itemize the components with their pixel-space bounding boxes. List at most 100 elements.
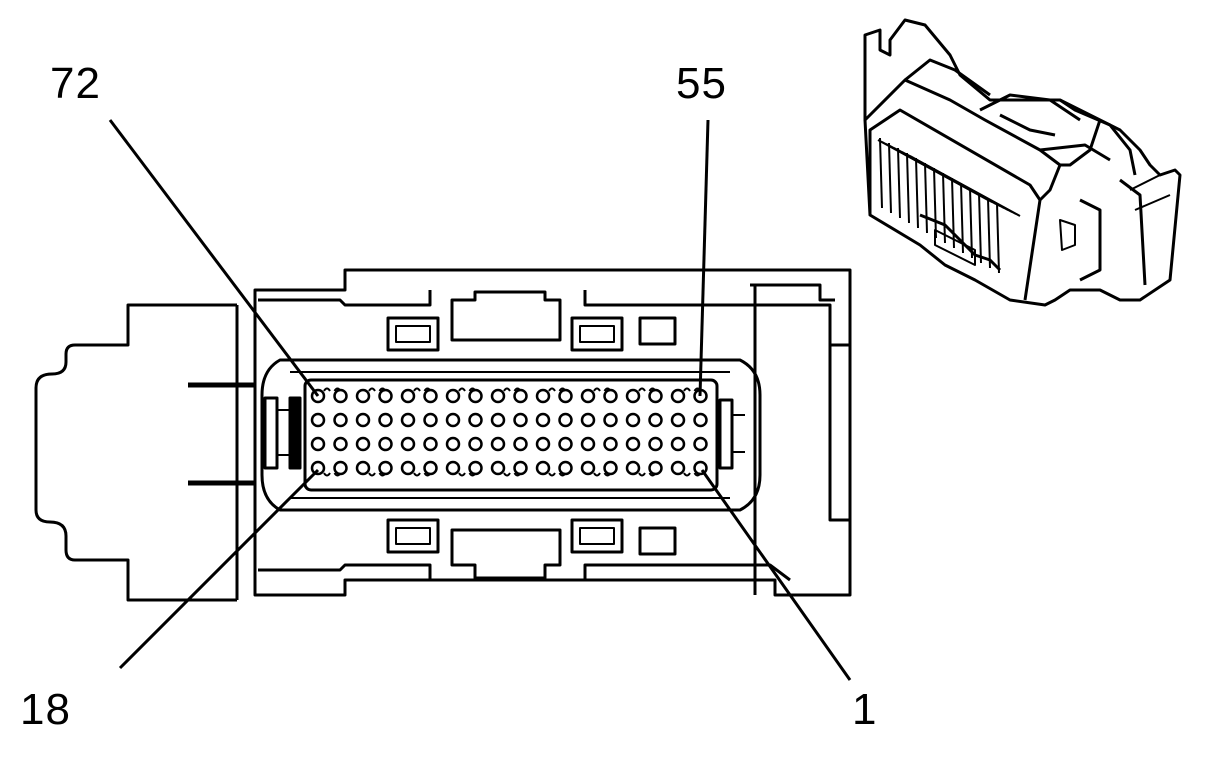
iso-grid-line — [996, 202, 1000, 274]
pin-cavity — [333, 388, 348, 404]
pin-grid — [310, 387, 708, 477]
pin-latch-mark — [638, 472, 646, 477]
pin-cavity — [355, 388, 371, 404]
iso-grid-line — [909, 155, 1021, 217]
pin-latch-mark — [558, 387, 567, 392]
pin-latch-mark — [323, 387, 331, 392]
pin-cavity — [355, 436, 371, 452]
pin-latch-mark — [333, 387, 342, 392]
pin-latch-mark — [458, 472, 466, 477]
pin-latch-mark — [378, 472, 387, 477]
pin-cavity — [310, 412, 326, 428]
pin-cavity — [513, 436, 528, 452]
pin-latch-mark — [458, 387, 466, 392]
pin-latch-mark — [468, 387, 477, 392]
pin-cavity — [310, 436, 326, 452]
pin-cavity — [378, 436, 393, 452]
pin-cavity — [333, 436, 348, 452]
pin-latch-mark — [513, 472, 522, 477]
pin-cavity — [693, 436, 708, 452]
pin-latch-mark — [413, 472, 421, 477]
housing-right-step — [750, 283, 835, 302]
iso-grid-line — [915, 157, 919, 229]
pin-cavity — [333, 460, 348, 476]
pin-cavity — [670, 460, 686, 476]
pin-latch-mark — [368, 472, 376, 477]
iso-grid-line — [924, 162, 928, 234]
pin-latch-mark — [513, 387, 522, 392]
pin-cavity — [468, 388, 483, 404]
pin-latch-mark — [693, 472, 702, 477]
bottom-window-right — [570, 518, 624, 554]
pin-field — [303, 378, 719, 492]
housing-right-rail — [828, 345, 850, 522]
iso-grid-line — [960, 182, 964, 254]
pin-cavity — [490, 436, 506, 452]
leader-1 — [700, 469, 852, 681]
pin-latch-mark — [693, 387, 702, 392]
iso-grid-line — [933, 167, 937, 239]
pin-label-1: 1 — [852, 685, 878, 734]
pin-cavity — [693, 460, 708, 476]
pin-cavity — [490, 388, 506, 404]
iso-grid-line — [978, 192, 982, 264]
top-center-key — [450, 290, 562, 342]
bottom-small-block — [638, 526, 677, 556]
housing-bottom-ledge — [258, 563, 432, 580]
left-slot-inner — [288, 396, 302, 470]
pin-latch-mark — [368, 387, 376, 392]
pin-label-55: 55 — [676, 59, 727, 108]
housing-outline — [253, 268, 852, 597]
pin-cavity — [535, 436, 551, 452]
isometric-pin-grid — [877, 137, 1021, 274]
pin-cavity — [670, 388, 686, 404]
pin-latch-mark — [323, 472, 331, 477]
pin-cavity — [400, 460, 416, 476]
bottom-center-key — [450, 528, 562, 580]
pin-latch-mark — [593, 387, 601, 392]
right-slot — [718, 398, 734, 470]
pin-cavity — [625, 460, 641, 476]
pin-latch-mark — [648, 387, 657, 392]
iso-grid-line — [906, 152, 910, 224]
pin-latch-mark — [423, 387, 432, 392]
pin-cavity — [603, 436, 618, 452]
pin-cavity — [603, 388, 618, 404]
pin-cavity — [603, 412, 618, 428]
top-window-right — [570, 316, 624, 352]
pin-cavity — [670, 436, 686, 452]
pin-latch-mark — [468, 472, 477, 477]
pin-latch-mark — [503, 387, 511, 392]
pin-latch-mark — [638, 387, 646, 392]
iso-grid-line — [888, 142, 892, 214]
pin-cavity — [513, 412, 528, 428]
pin-cavity — [490, 412, 506, 428]
pin-latch-mark — [593, 472, 601, 477]
inner-frame — [260, 358, 762, 512]
pin-cavity — [625, 388, 641, 404]
pin-cavity — [468, 436, 483, 452]
pin-cavity — [513, 388, 528, 404]
pin-cavity — [355, 460, 371, 476]
pin-cavity — [400, 388, 416, 404]
pin-cavity — [378, 388, 393, 404]
pin-latch-mark — [423, 472, 432, 477]
pin-cavity — [378, 460, 393, 476]
leader-72 — [108, 119, 320, 397]
iso-grid-line — [879, 137, 883, 209]
pin-cavity — [423, 436, 438, 452]
pin-cavity — [625, 436, 641, 452]
pin-latch-mark — [558, 472, 567, 477]
pin-cavity — [445, 436, 461, 452]
pin-cavity — [400, 436, 416, 452]
pin-latch-mark — [603, 387, 612, 392]
pin-cavity — [490, 460, 506, 476]
iso-grid-line — [969, 187, 973, 259]
housing-bottom-ledge-right — [583, 563, 791, 582]
pin-cavity — [423, 412, 438, 428]
pin-label-18: 18 — [20, 685, 71, 734]
leader-18 — [118, 468, 320, 670]
pin-cavity — [558, 412, 573, 428]
